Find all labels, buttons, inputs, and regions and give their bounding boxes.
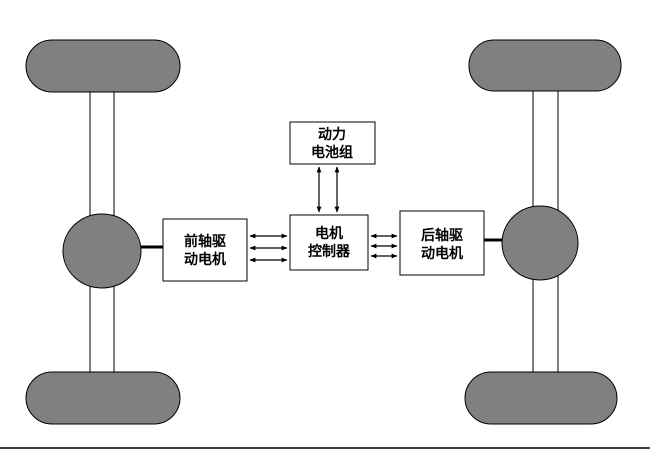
battery-label-line1: 动力 (318, 126, 346, 143)
rear-right-wheel (464, 371, 618, 425)
front-left-wheel (25, 39, 181, 93)
rear-differential (501, 205, 579, 281)
battery-pack-box: 动力 电池组 (289, 121, 376, 165)
front-motor-controller-arrows (249, 233, 288, 263)
front-motor-box: 前轴驱 动电机 (162, 218, 248, 282)
controller-label-line2: 控制器 (308, 243, 351, 260)
front-motor-label-line2: 动电机 (184, 251, 226, 268)
rear-motor-box: 后轴驱 动电机 (399, 210, 485, 276)
front-motor-label-line1: 前轴驱 (184, 233, 226, 250)
front-right-wheel (25, 371, 181, 425)
motor-controller-box: 电机 控制器 (289, 214, 369, 271)
controller-rear-motor-arrows (370, 233, 398, 259)
rear-axle (464, 39, 622, 425)
front-differential (62, 213, 142, 289)
battery-label-line2: 电池组 (311, 144, 353, 161)
rear-motor-label-line2: 动电机 (421, 245, 463, 262)
rear-left-wheel (468, 39, 622, 92)
front-axle (25, 39, 181, 425)
rear-motor-label-line1: 后轴驱 (421, 227, 463, 244)
controller-label-line1: 电机 (315, 225, 343, 242)
battery-controller-arrows (316, 166, 340, 213)
